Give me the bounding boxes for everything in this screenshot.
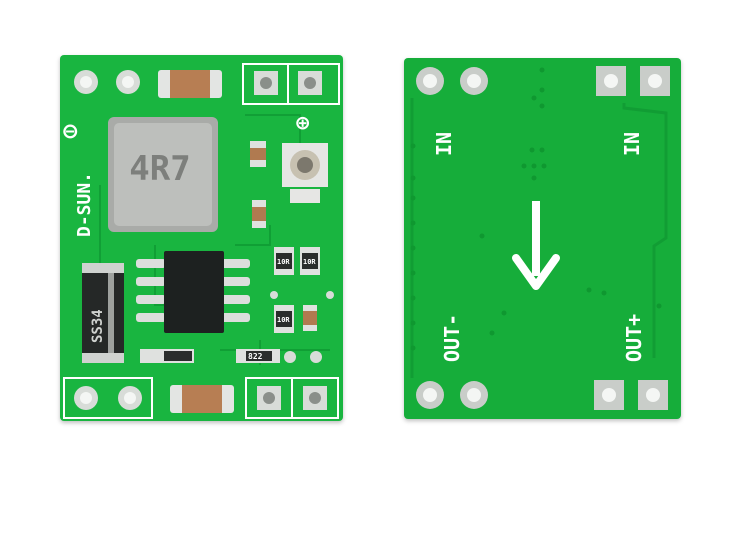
in-right-label: IN xyxy=(620,131,644,156)
back-bottom-left-pads xyxy=(416,381,488,409)
minus-symbol: ⊖ xyxy=(63,117,78,145)
output-capacitor xyxy=(170,385,234,413)
front-pcb-board: 4R7 xyxy=(60,55,343,421)
back-vias xyxy=(410,67,662,351)
plus-symbol: ⊕ xyxy=(296,111,310,136)
inductor-marking: 4R7 xyxy=(129,149,190,189)
front-pcb-artwork: 4R7 xyxy=(63,63,340,419)
inductor: 4R7 xyxy=(108,117,218,232)
diode-marking: SS34 xyxy=(90,309,106,343)
small-capacitors xyxy=(250,141,317,331)
potentiometer xyxy=(282,143,328,203)
resistors xyxy=(140,247,320,363)
resistor-marking-3: 10R xyxy=(277,316,290,324)
bottom-left-pads xyxy=(74,386,142,410)
out-minus-label: OUT- xyxy=(440,313,464,362)
top-left-pads xyxy=(74,70,140,94)
resistor-marking-4: 822 xyxy=(248,352,263,361)
arrow-down-icon xyxy=(512,201,560,290)
out-plus-label: OUT+ xyxy=(622,313,646,362)
vias xyxy=(270,291,334,363)
resistor-marking-1: 10R xyxy=(277,258,290,266)
schottky-diode xyxy=(82,263,124,363)
in-left-label: IN xyxy=(432,131,456,156)
back-top-left-pads xyxy=(416,67,488,95)
back-bottom-right-pads xyxy=(594,380,668,410)
bottom-right-pads xyxy=(257,386,327,410)
regulator-ic xyxy=(136,251,250,333)
top-right-pads xyxy=(254,71,322,95)
resistor-marking-2: 10R xyxy=(303,258,316,266)
bottom-left-pad-outline xyxy=(63,377,153,419)
top-right-pad-outline xyxy=(242,63,340,105)
back-pcb-artwork xyxy=(410,66,670,410)
brand-text: D-SUN. xyxy=(74,171,95,237)
input-capacitor xyxy=(158,70,222,98)
back-pcb-board: IN IN OUT- OUT+ xyxy=(404,58,681,419)
back-top-right-pads xyxy=(596,66,670,96)
